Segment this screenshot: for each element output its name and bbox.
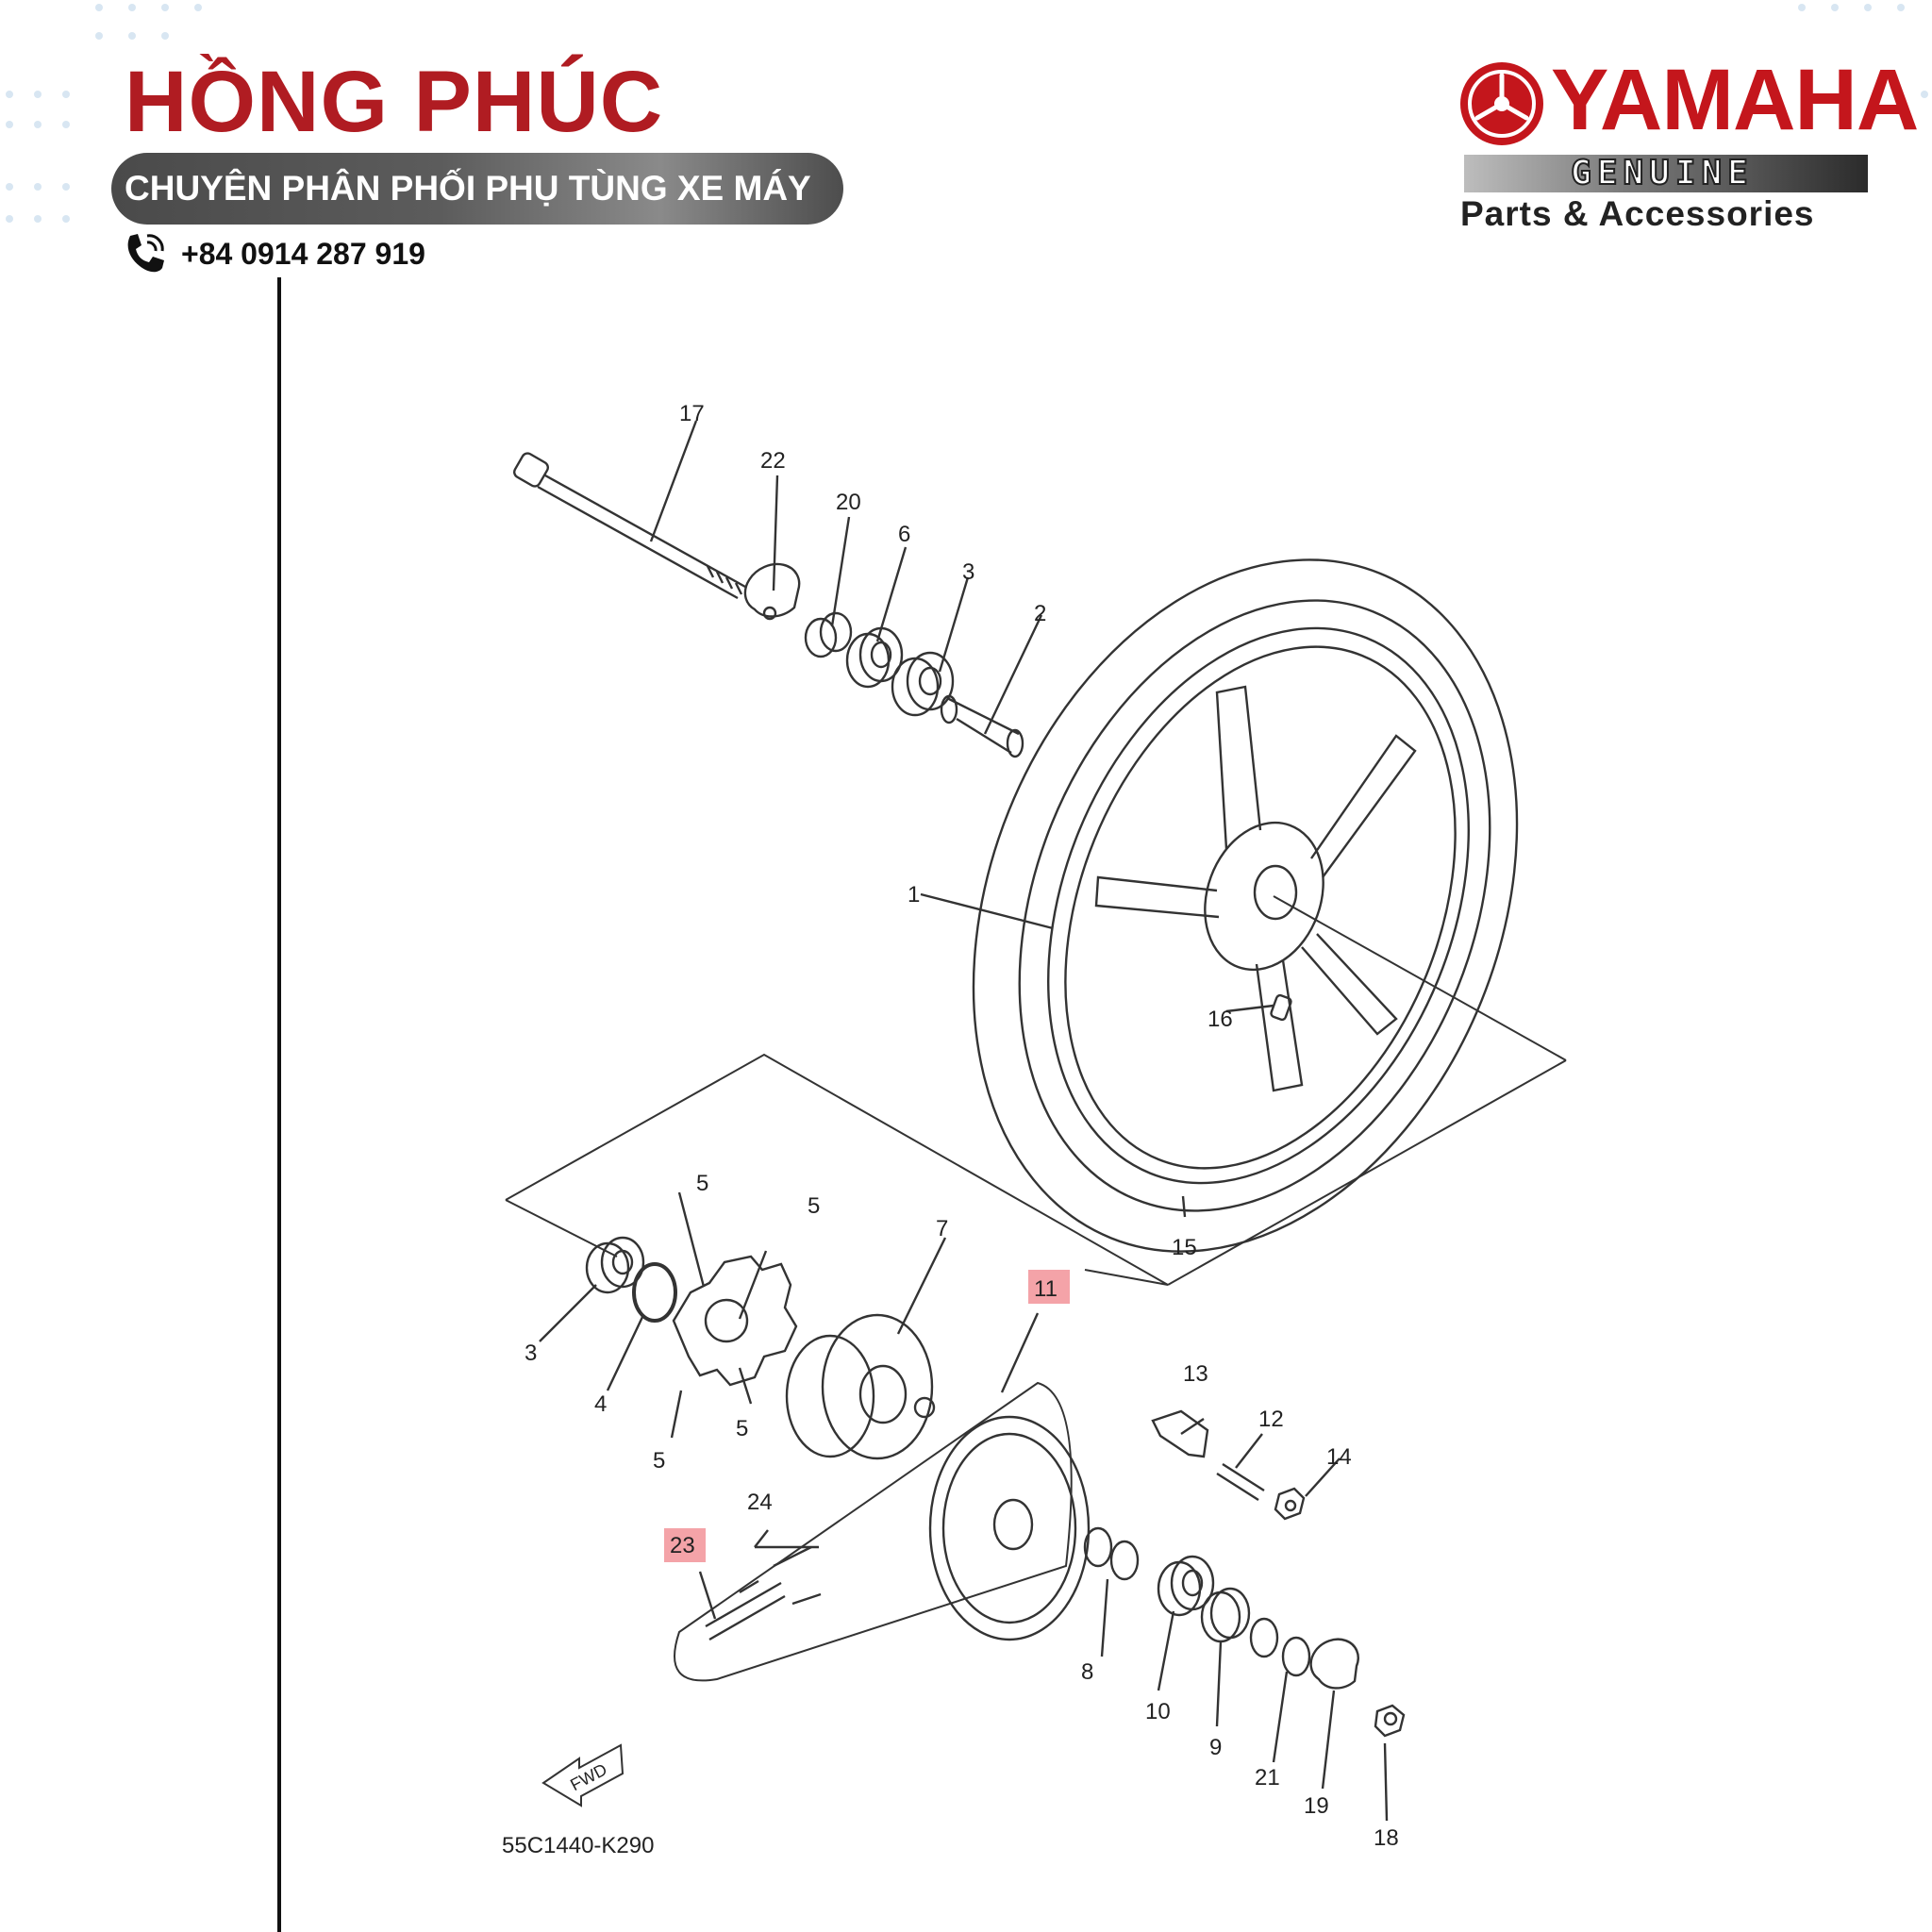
parts-accessories-text: Parts & Accessories — [1460, 194, 1815, 233]
callout-3-bottom: 3 — [525, 1341, 537, 1366]
callout-16: 16 — [1208, 1007, 1233, 1032]
callout-8: 8 — [1081, 1659, 1093, 1685]
callout-5-c: 5 — [736, 1416, 748, 1441]
genuine-bar: GENUINE — [1464, 154, 1868, 193]
yamaha-tuning-fork-icon — [1460, 62, 1543, 145]
callout-24: 24 — [747, 1490, 773, 1515]
callout-13: 13 — [1183, 1361, 1208, 1387]
callout-21: 22 — [760, 448, 786, 474]
callout-4: 4 — [594, 1391, 607, 1417]
callout-5-a: 5 — [696, 1171, 708, 1196]
genuine-text: GENUINE — [1570, 154, 1754, 193]
callout-11: 11 — [1034, 1276, 1058, 1302]
callout-23: 23 — [670, 1533, 695, 1558]
yamaha-genuine-logo: YAMAHA GENUINE Parts & Accessories — [1457, 57, 1919, 236]
phone-icon — [127, 234, 164, 273]
tagline-banner: CHUYÊN PHÂN PHỐI PHỤ TÙNG XE MÁY — [111, 153, 843, 225]
decorative-dot-pattern — [6, 4, 202, 223]
divider-line — [277, 277, 281, 1932]
highlight-23 — [664, 1528, 706, 1562]
callout-19: 20 — [836, 490, 861, 515]
callout-3-top: 3 — [962, 559, 974, 585]
decorative-dot-pattern-right — [1798, 4, 1928, 98]
axle-17 — [513, 452, 746, 600]
yamaha-wordmark: YAMAHA — [1551, 52, 1919, 148]
callout-5-b: 5 — [808, 1193, 820, 1219]
callout-2: 2 — [1034, 601, 1046, 626]
callout-15: 15 — [1172, 1235, 1197, 1260]
callout-22: 21 — [1255, 1765, 1280, 1790]
callout-14: 14 — [1326, 1444, 1352, 1470]
callout-12: 12 — [1258, 1407, 1284, 1432]
callout-9: 9 — [1209, 1735, 1222, 1760]
callout-10: 10 — [1145, 1699, 1171, 1724]
callout-6: 6 — [898, 522, 910, 547]
callout-5-d: 5 — [653, 1448, 665, 1474]
callout-17: 17 — [679, 401, 705, 426]
callout-1: 1 — [908, 882, 920, 908]
brand-title: HỒNG PHÚC — [125, 54, 664, 150]
callout-7: 7 — [936, 1216, 948, 1241]
phone-number: +84 0914 287 919 — [181, 236, 425, 271]
fwd-label: FWD — [567, 1759, 610, 1794]
part-code: 55C1440-K290 — [502, 1833, 654, 1858]
callout-20: 19 — [1304, 1793, 1329, 1819]
phone-contact[interactable]: +84 0914 287 919 — [121, 230, 425, 277]
callout-18: 18 — [1374, 1825, 1399, 1851]
highlight-11 — [1028, 1270, 1070, 1304]
